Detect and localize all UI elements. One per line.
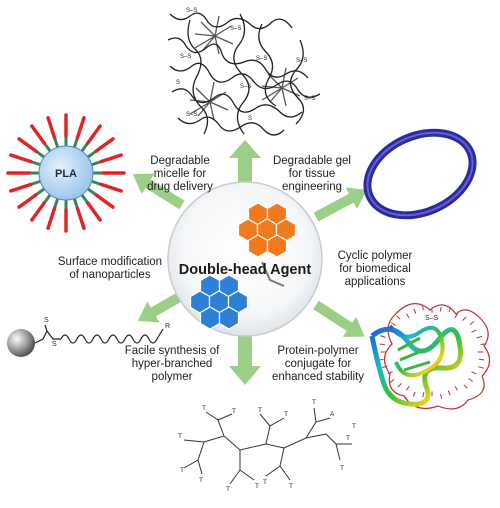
svg-text:S–S: S–S [180,54,191,60]
svg-text:T: T [255,483,259,490]
center-agent [167,181,323,337]
svg-text:R: R [165,323,170,330]
arrow-down [229,332,261,385]
label-micelle: Degradable micelle for drug delivery [147,155,213,193]
label-protein: Protein-polymer conjugate for enhanced s… [271,345,365,383]
svg-text:T: T [258,407,262,414]
svg-text:S–S: S–S [230,26,241,32]
svg-text:T: T [352,423,356,430]
label-hyper: Facile synthesis of hyper-branched polym… [124,345,220,383]
arrow-up [229,140,261,186]
svg-text:S: S [248,116,252,122]
label-gel: Degradable gel for tissue engineering [272,155,351,193]
svg-text:T: T [340,465,344,472]
svg-text:S–S: S–S [186,112,197,118]
svg-text:S–S: S–S [240,84,251,90]
center-title: Double-head Agent [179,262,312,278]
cyclic-polymer-ring-icon [363,128,477,220]
svg-text:T: T [312,399,316,406]
svg-text:S–S: S–S [296,58,307,64]
arrow-upper-left [132,173,185,210]
nanoparticle-chain-icon: S S R [7,317,170,357]
svg-text:T: T [284,411,288,418]
svg-text:T: T [178,433,182,440]
pla-label: PLA [55,168,77,180]
svg-text:S–S: S–S [425,315,439,322]
svg-text:S–S: S–S [304,96,315,102]
gel-network-icon: S–S S–S S–S S–S S–S S S–S S–S S–S S [167,8,321,136]
svg-text:T: T [226,486,230,493]
svg-text:S: S [44,317,49,324]
arrow-lower-right [313,300,365,337]
label-cyclic: Cyclic polymer for biomedical applicatio… [337,250,413,288]
svg-text:T: T [202,405,206,412]
svg-text:T: T [180,467,184,474]
svg-text:T: T [263,479,267,486]
protein-conjugate-icon: S–S [369,303,491,410]
label-surface: Surface modification of nanoparticles [57,256,163,281]
svg-text:T: T [289,483,293,490]
svg-text:S: S [176,80,180,86]
svg-text:S: S [52,341,57,348]
svg-text:T: T [199,477,203,484]
svg-text:A: A [330,411,335,418]
svg-text:S–S: S–S [186,8,197,14]
arrow-upper-right [313,187,368,222]
pla-micelle-icon [6,113,126,233]
svg-text:T: T [346,435,350,442]
svg-text:S–S: S–S [256,56,267,62]
svg-text:T: T [232,408,236,415]
